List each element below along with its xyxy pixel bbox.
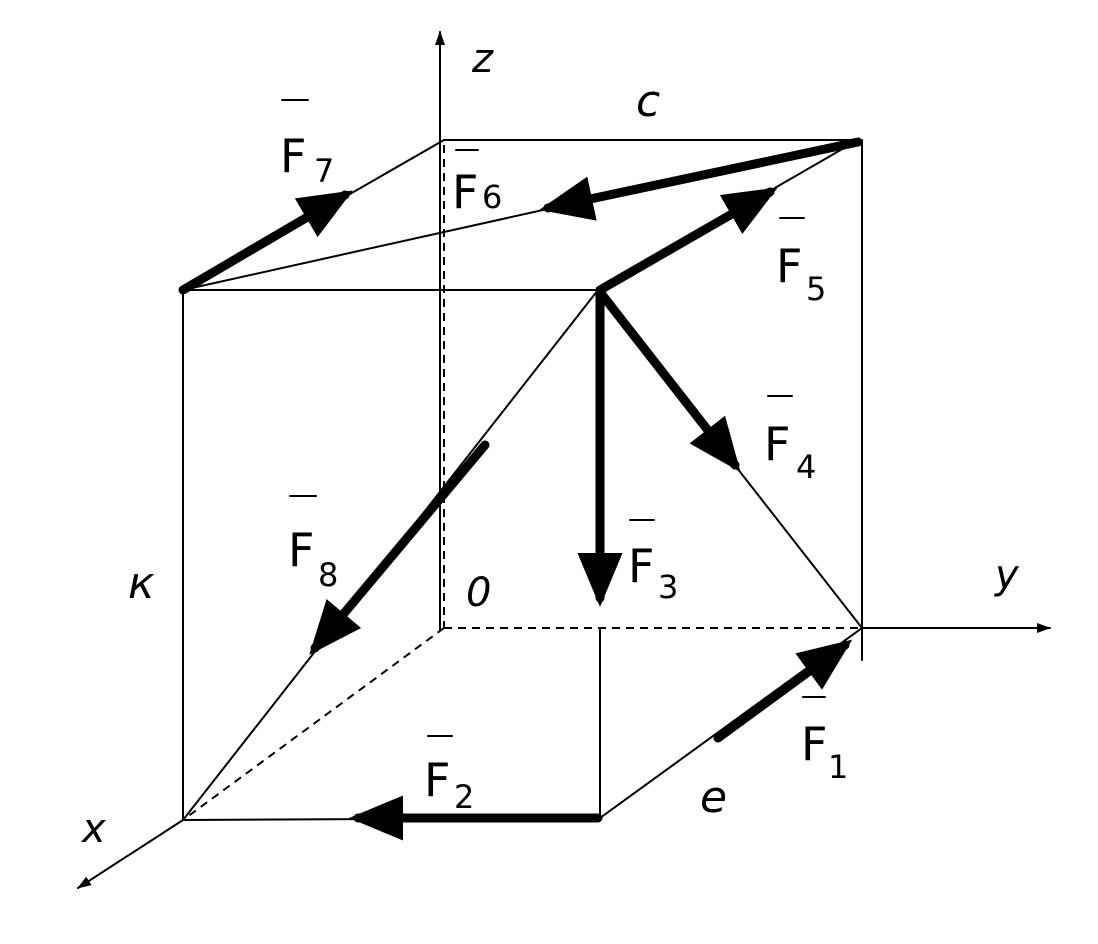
svg-text:5: 5 [806, 270, 826, 308]
diagonals [182, 139, 863, 821]
force-label-f7: F 7 [280, 99, 334, 190]
force-arrow-f6 [539, 137, 863, 221]
dimension-label-e: e [700, 772, 727, 823]
force-label-f5: F 5 [776, 217, 826, 308]
svg-text:F: F [764, 417, 790, 471]
force-label-f8: F 8 [288, 495, 338, 594]
svg-text:F: F [288, 523, 314, 577]
cube-edges [182, 139, 863, 821]
dimension-label-c: c [636, 76, 660, 127]
axis-label-x: x [80, 806, 106, 852]
x-axis [77, 819, 184, 889]
svg-text:7: 7 [314, 152, 334, 190]
force-arrow-f1 [713, 639, 853, 743]
dimension-label-k: к [128, 558, 155, 609]
svg-text:F: F [801, 717, 827, 771]
hidden-edge-x [182, 627, 445, 821]
force-arrow-f7 [178, 190, 353, 295]
svg-text:F: F [776, 239, 802, 293]
axis-label-y: y [994, 552, 1020, 598]
force-arrow-f8 [309, 440, 490, 655]
force-label-f2: F 2 [424, 735, 474, 816]
svg-text:2: 2 [454, 778, 474, 816]
axis-labels: z y x 0 [80, 36, 1020, 852]
svg-text:F: F [628, 539, 654, 593]
axes [77, 31, 1051, 889]
svg-text:1: 1 [828, 748, 848, 786]
force-arrow-f4 [595, 287, 741, 473]
force-label-f6: F 6 [452, 149, 502, 219]
svg-text:F: F [452, 165, 478, 219]
svg-text:3: 3 [658, 568, 678, 606]
dimension-labels: c e к [128, 76, 727, 823]
svg-text:F: F [280, 129, 306, 183]
hidden-edges [182, 145, 862, 821]
force-vectors [178, 137, 863, 841]
origin-label: 0 [466, 570, 491, 616]
axis-label-z: z [471, 36, 494, 82]
force-labels: F 1 F 2 F 3 F 4 F 5 F 6 F [280, 99, 848, 816]
svg-text:F: F [424, 753, 450, 807]
svg-text:4: 4 [796, 448, 816, 486]
force-label-f4: F 4 [764, 395, 816, 486]
svg-text:6: 6 [482, 178, 502, 216]
force-label-f3: F 3 [628, 519, 678, 606]
force-label-f1: F 1 [801, 696, 848, 786]
force-arrow-f5 [595, 187, 778, 295]
svg-text:8: 8 [318, 556, 338, 594]
